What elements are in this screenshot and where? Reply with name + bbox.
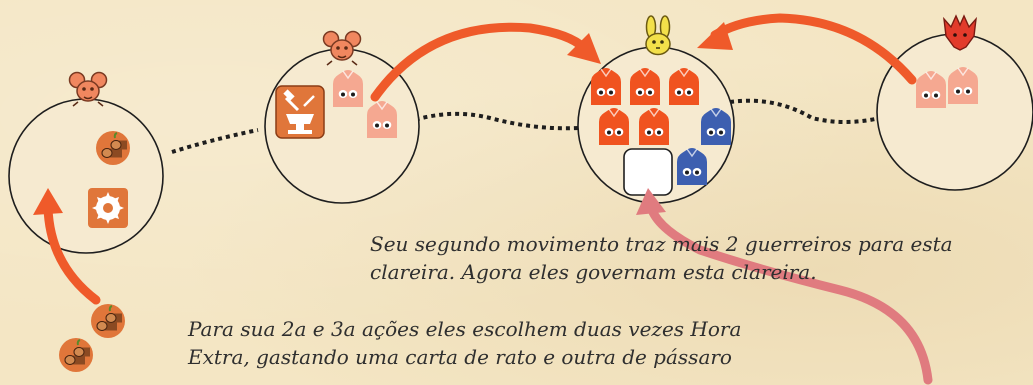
sawmill-icon [88, 188, 128, 228]
warrior-icon [590, 67, 622, 106]
warrior-icon [676, 147, 708, 186]
caption-actions: Para sua 2a e 3a ações eles escolhem dua… [188, 315, 828, 371]
caption-second-move: Seu segundo movimento traz mais 2 guerre… [370, 230, 1010, 286]
path-2-3 [407, 111, 579, 131]
warrior-icon [947, 66, 979, 105]
wood-token-icon [95, 130, 131, 166]
arrow-orange-left [697, 13, 917, 85]
wood-token-icon [58, 337, 94, 373]
workshop-icon [275, 85, 325, 139]
path-1-2 [171, 128, 259, 154]
caption-line: Extra, gastando uma carta de rato e outr… [188, 345, 732, 369]
path-3-4 [729, 98, 881, 124]
arrow-pink-up [636, 188, 933, 385]
caption-line: clareira. Agora eles governam esta clare… [370, 260, 817, 284]
warrior-icon [668, 67, 700, 106]
arrow-orange-up [33, 188, 101, 305]
warrior-icon [332, 69, 364, 108]
wood-token-icon [90, 303, 126, 339]
clearing-4 [876, 33, 1033, 191]
caption-line: Seu segundo movimento traz mais 2 guerre… [370, 232, 953, 256]
rabbit-icon [645, 15, 671, 56]
warrior-icon [598, 107, 630, 146]
fox-icon [943, 14, 977, 51]
clearing-1 [8, 98, 164, 254]
arrow-orange-right [370, 22, 601, 102]
warrior-icon [629, 67, 661, 106]
warrior-icon [915, 70, 947, 109]
warrior-icon [366, 100, 398, 139]
warrior-icon [638, 107, 670, 146]
caption-line: Para sua 2a e 3a ações eles escolhem dua… [188, 317, 742, 341]
warrior-icon [700, 107, 732, 146]
